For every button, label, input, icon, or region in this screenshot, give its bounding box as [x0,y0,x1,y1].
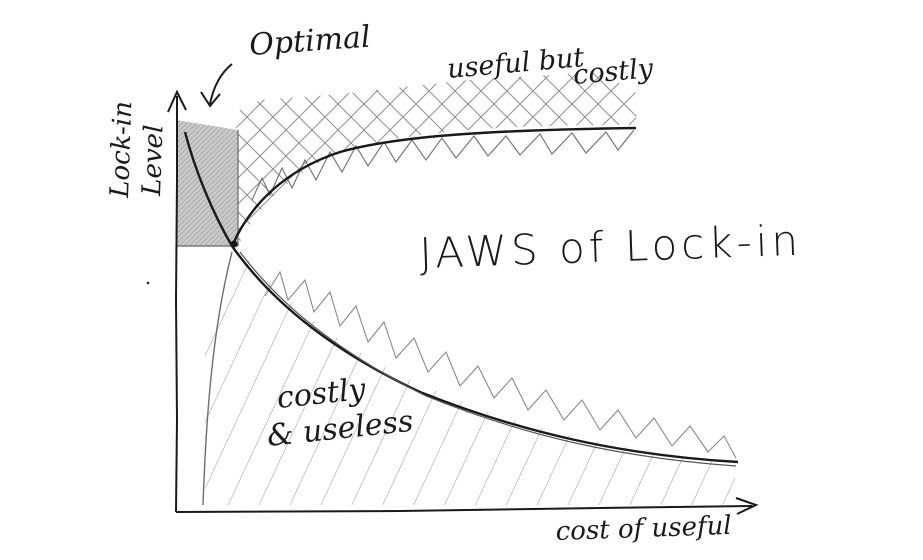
pencil-guide-line [202,251,233,506]
y-axis-label-line2: Level [137,124,169,197]
y-axis-label-line1: Lock-in [105,101,138,200]
jaws-of-lock-in-title: JAWS of Lock-in [419,216,803,278]
lower-jaw-curve [183,131,739,464]
upper-zigzag-edge [251,129,635,201]
useful-costly-label-line2: costly [572,53,655,91]
optimal-label: Optimal [248,20,372,63]
x-axis [175,505,753,513]
upper-jaw-curve [230,126,637,247]
optimal-region-edge [176,130,239,247]
y-axis-arrowhead [167,89,187,113]
y-axis [174,96,179,513]
optimal-pointer-arrow [209,63,233,105]
useful-costly-region [236,72,640,246]
x-axis-label: cost of useful [555,511,732,547]
lower-zigzag-edge [264,270,737,459]
optimal-pointer-arrowhead [200,91,221,108]
optimal-region [176,120,238,246]
costly-useless-region [205,246,735,505]
optimal-intersection-point [230,240,238,248]
x-axis-arrowhead [735,497,759,515]
pencil-dot [146,281,150,285]
lower-jaw-curve-echo [239,251,737,467]
